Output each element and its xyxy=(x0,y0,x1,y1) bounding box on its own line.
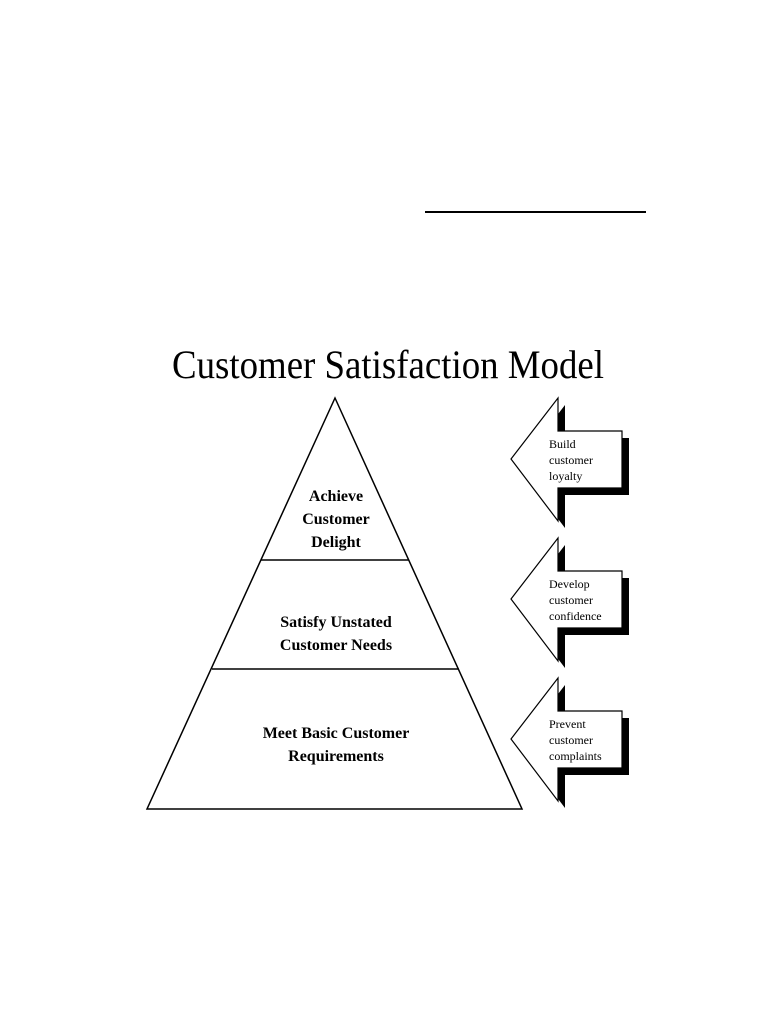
diagram-title: Customer Satisfaction Model xyxy=(172,342,604,387)
pyramid-level-label-line: Achieve xyxy=(309,488,363,505)
arrow-label-line: confidence xyxy=(549,609,602,623)
pyramid-level-label-line: Satisfy Unstated xyxy=(280,614,392,631)
pyramid-level-label-line: Customer Needs xyxy=(280,637,392,654)
pyramid-level-label-line: Meet Basic Customer xyxy=(263,725,410,742)
arrow-label-line: Prevent xyxy=(549,717,586,731)
arrow-callout-3: Prevent customer complaints xyxy=(511,678,629,808)
arrow-label-line: complaints xyxy=(549,749,602,763)
pyramid-level-label-line: Customer xyxy=(302,511,370,528)
pyramid-level-label-line: Delight xyxy=(311,534,361,551)
arrow-label-line: customer xyxy=(549,593,593,607)
arrow-callout-1: Build customer loyalty xyxy=(511,398,629,528)
pyramid-level-label-line: Requirements xyxy=(288,748,384,765)
arrow-label-line: customer xyxy=(549,453,593,467)
arrow-label-line: loyalty xyxy=(549,469,582,483)
arrow-label-line: customer xyxy=(549,733,593,747)
arrow-callout-2: Develop customer confidence xyxy=(511,538,629,668)
arrow-label-line: Develop xyxy=(549,577,590,591)
arrow-label-line: Build xyxy=(549,437,576,451)
